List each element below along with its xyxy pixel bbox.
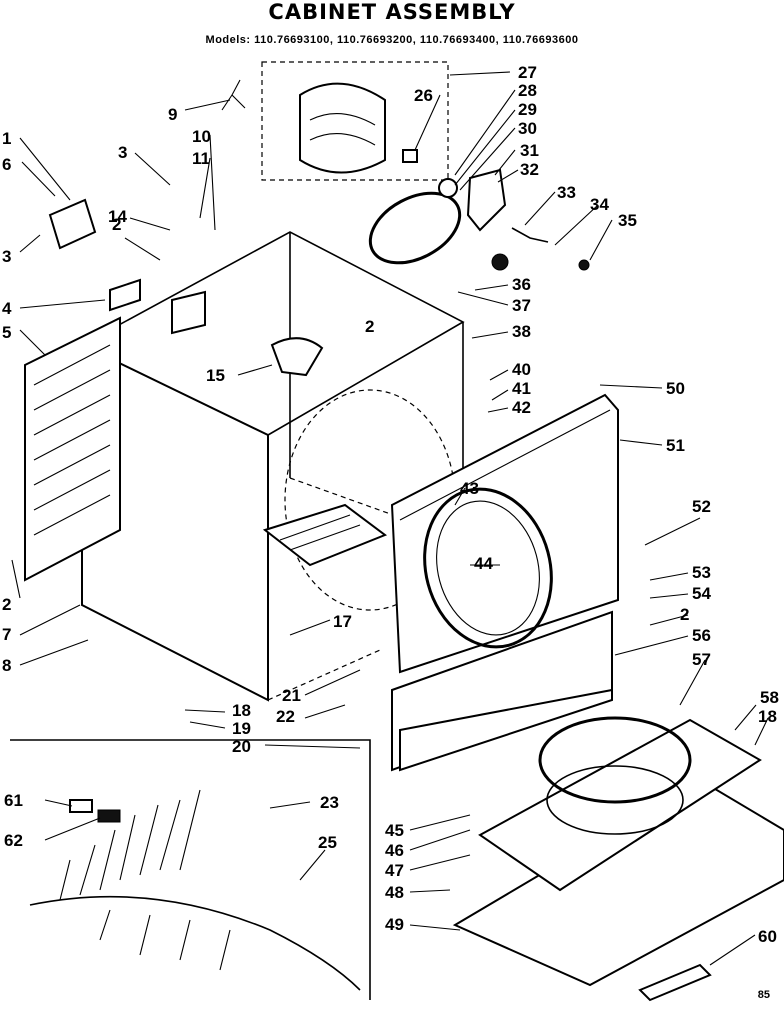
callout-62: 62: [4, 831, 23, 850]
callout-40: 40: [512, 360, 531, 379]
callout-53: 53: [692, 563, 711, 582]
callout-17: 17: [333, 612, 352, 631]
callout-30: 30: [518, 119, 537, 138]
door-assembly: [452, 716, 784, 1002]
wiring-harness: [10, 739, 371, 1000]
callout-49: 49: [385, 915, 404, 934]
callout-32: 32: [520, 160, 539, 179]
callout-6: 6: [2, 155, 11, 174]
callout-44: 44: [474, 554, 493, 573]
callout-15: 15: [206, 366, 225, 385]
callout-3: 3: [118, 143, 127, 162]
callout-31: 31: [520, 141, 539, 160]
callout-41: 41: [512, 379, 531, 398]
callout-58: 58: [760, 688, 779, 707]
callout-21: 21: [282, 686, 301, 705]
callout-2b: 2: [2, 595, 11, 614]
callout-36: 36: [512, 275, 531, 294]
diagram-title: CABINET ASSEMBLY: [268, 0, 516, 24]
callout-23: 23: [320, 793, 339, 812]
cabinet-body: [81, 231, 465, 702]
callout-labels: 1 2 2 2 2 3 3 4 5 6 7 8 9 10 11 14 15 17…: [2, 63, 779, 946]
models-line: Models: 110.76693100, 110.76693200, 110.…: [205, 34, 579, 46]
callout-33: 33: [557, 183, 576, 202]
footer-code: 85: [757, 989, 770, 1001]
callout-11: 11: [192, 149, 210, 168]
callout-45: 45: [385, 821, 404, 840]
callout-3b: 3: [2, 247, 11, 266]
callout-14: 14: [108, 207, 127, 226]
callout-26: 26: [414, 86, 433, 105]
callout-38: 38: [512, 322, 531, 341]
callout-4: 4: [2, 299, 12, 318]
rear-panel: [24, 316, 121, 582]
callout-57: 57: [692, 650, 711, 669]
callout-1: 1: [2, 129, 11, 148]
callout-37: 37: [512, 296, 531, 315]
motor-assembly: [221, 61, 449, 181]
callout-18: 18: [232, 701, 251, 720]
front-panel: [390, 393, 619, 674]
callout-8: 8: [2, 656, 11, 675]
callout-60: 60: [758, 927, 777, 946]
drive-belt: [368, 191, 462, 265]
callout-29: 29: [518, 100, 537, 119]
callout-28: 28: [518, 81, 537, 100]
callout-56: 56: [692, 626, 711, 645]
callout-18b: 18: [758, 707, 777, 726]
callout-7: 7: [2, 625, 11, 644]
callout-61: 61: [4, 791, 23, 810]
callout-2c: 2: [365, 317, 374, 336]
callout-48: 48: [385, 883, 404, 902]
callout-43: 43: [460, 479, 479, 498]
callout-19: 19: [232, 719, 251, 738]
callout-34: 34: [590, 195, 609, 214]
callout-20: 20: [232, 737, 251, 756]
idler-assembly: [438, 168, 590, 271]
callout-2: 2: [112, 215, 121, 234]
callout-46: 46: [385, 841, 404, 860]
callout-54: 54: [692, 584, 711, 603]
callout-25: 25: [318, 833, 337, 852]
callout-42: 42: [512, 398, 531, 417]
callout-47: 47: [385, 861, 404, 880]
callout-52: 52: [692, 497, 711, 516]
callout-22: 22: [276, 707, 295, 726]
callout-2d: 2: [680, 605, 689, 624]
callout-9: 9: [168, 105, 177, 124]
callout-50: 50: [666, 379, 685, 398]
callout-10: 10: [192, 127, 211, 146]
callout-5: 5: [2, 323, 11, 342]
callout-27: 27: [518, 63, 537, 82]
callout-51: 51: [666, 436, 685, 455]
callout-35: 35: [618, 211, 637, 230]
